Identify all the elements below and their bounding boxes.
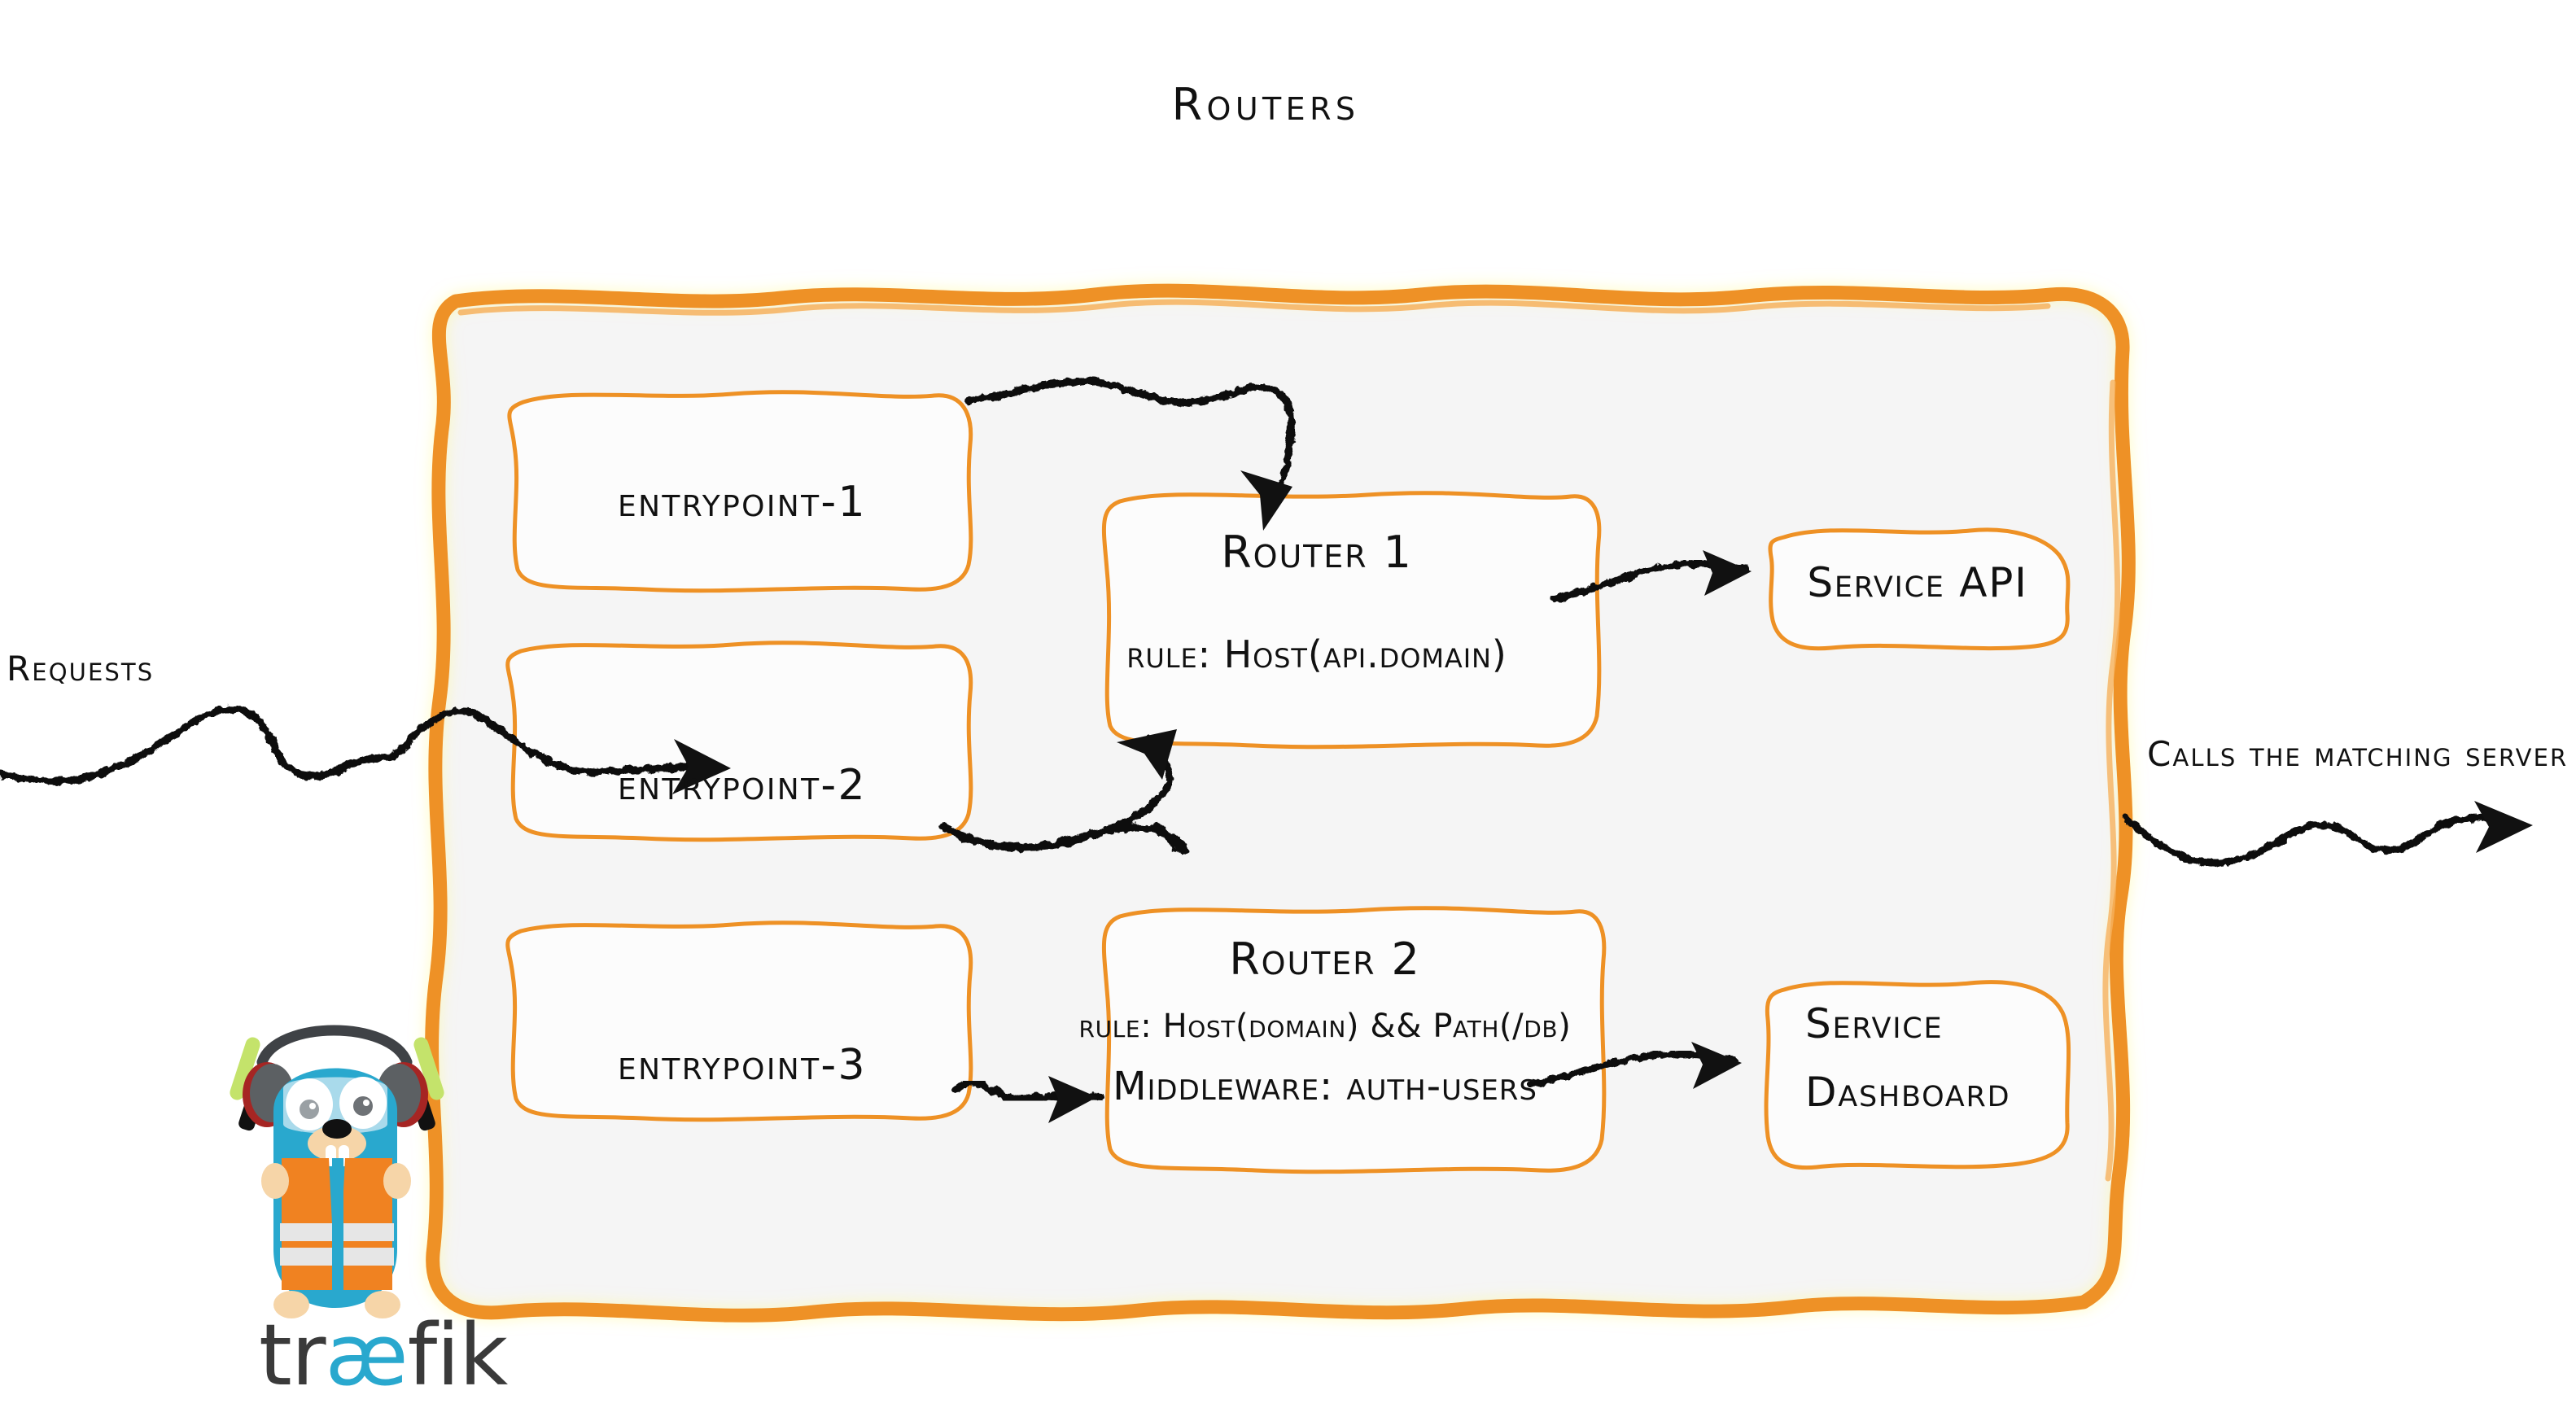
requests-arrow: [0, 705, 698, 785]
service-dashboard-label-line2: Dashboard: [1805, 1069, 2011, 1116]
service-box-api[interactable]: [1768, 527, 2071, 651]
entrypoint-2-label: entrypoint-2: [618, 761, 867, 810]
router-1-rule: rule: Host(api.domain): [1126, 632, 1507, 676]
entrypoint-box-2[interactable]: [505, 641, 973, 842]
calls-server-arrowhead: [2474, 801, 2533, 853]
traefik-gopher-logo: [230, 1025, 444, 1318]
requests-arrowhead: [672, 739, 731, 794]
traefik-wordmark: træfik: [259, 1305, 509, 1405]
arrowhead-ep3-router2: [1048, 1076, 1097, 1123]
router-1-title: Router 1: [1221, 527, 1413, 578]
hand-right: [383, 1163, 411, 1199]
router-2-middleware: Middleware: auth-users: [1113, 1064, 1537, 1109]
service-box-dashboard[interactable]: [1764, 980, 2071, 1170]
arrow-ep2-router1: [940, 735, 1188, 855]
foot-right: [365, 1291, 400, 1318]
page-title: Routers: [1171, 79, 1360, 130]
arrowhead-router2-dashboard: [1691, 1042, 1742, 1089]
hand-left: [261, 1163, 289, 1199]
calls-server-arrow: [2120, 813, 2519, 867]
muzzle: [308, 1126, 366, 1161]
router-2-rule: rule: Host(domain) && Path(/db): [1078, 1008, 1572, 1045]
entrypoint-1-label: entrypoint-1: [618, 478, 867, 527]
service-dashboard-label-line1: Service: [1805, 1000, 1944, 1047]
requests-label: Requests: [7, 649, 155, 689]
entrypoint-3-label: entrypoint-3: [618, 1041, 867, 1090]
arrowhead-ep2-router1: [1117, 729, 1177, 780]
nose: [322, 1119, 352, 1139]
wordmark-post: fik: [407, 1305, 509, 1405]
router-box-2[interactable]: [1101, 906, 1607, 1174]
headphone-band: [256, 1025, 413, 1068]
wordmark-ae-ligature: æ: [325, 1305, 408, 1405]
safety-vest: [280, 1158, 394, 1301]
router-box-1[interactable]: [1101, 491, 1602, 750]
entrypoint-box-3[interactable]: [505, 920, 973, 1122]
arrowhead-ep1-router1: [1240, 470, 1292, 531]
calls-server-label: Calls the matching server: [2147, 734, 2569, 774]
arrowhead-router1-serviceapi: [1703, 550, 1752, 596]
arrow-ep1-router1: [964, 377, 1295, 504]
router-2-title: Router 2: [1229, 934, 1421, 985]
wordmark-pre: tr: [259, 1305, 326, 1405]
foot-left: [273, 1291, 309, 1318]
service-api-label: Service API: [1807, 559, 2028, 606]
entrypoint-box-1[interactable]: [507, 390, 973, 593]
